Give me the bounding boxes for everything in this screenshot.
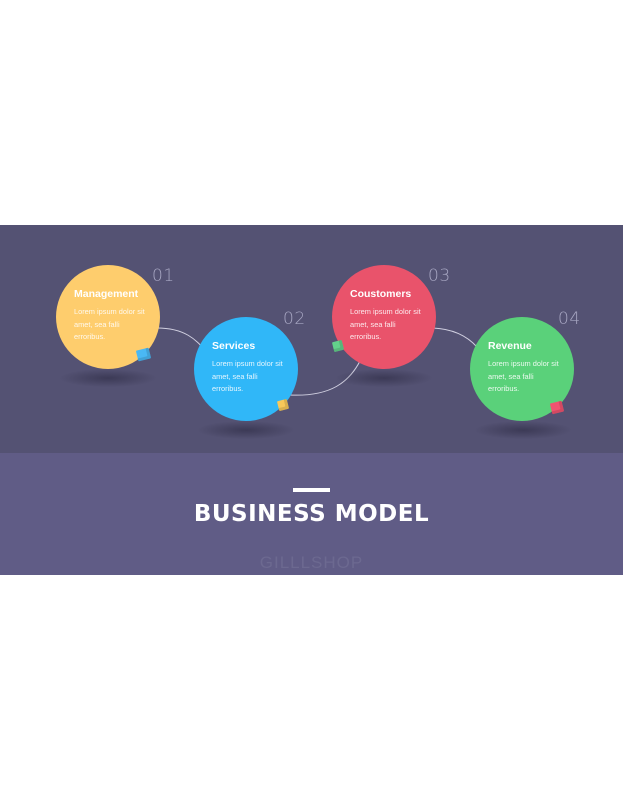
title-panel: [0, 453, 623, 575]
title-accent-bar: [293, 488, 330, 492]
step-3-title: Coustomers: [350, 288, 412, 300]
step-4-number: 04: [558, 309, 581, 329]
step-2-shadow: [198, 421, 294, 439]
step-3-circle: Coustomers Lorem ipsum dolor sit amet, s…: [332, 265, 436, 369]
step-4-shadow: [475, 421, 571, 439]
watermark-text: GILLLSHOP: [259, 553, 364, 572]
step-3-body: Lorem ipsum dolor sit amet, sea falli er…: [350, 307, 421, 341]
step-1-title: Management: [74, 288, 139, 300]
step-4-body: Lorem ipsum dolor sit amet, sea falli er…: [488, 359, 559, 393]
connector-line-2-3: [288, 356, 363, 396]
step-1-shadow: [60, 369, 156, 387]
step-4-title: Revenue: [488, 340, 532, 352]
step-3-shadow: [336, 369, 432, 387]
step-2-number: 02: [283, 309, 306, 329]
step-1-number: 01: [152, 266, 175, 286]
business-model-slide: Management Lorem ipsum dolor sit amet, s…: [0, 225, 623, 575]
step-2-body: Lorem ipsum dolor sit amet, sea falli er…: [212, 359, 283, 393]
connector-line-3-4: [432, 327, 478, 348]
step-2-title: Services: [212, 340, 256, 352]
step-3-number: 03: [428, 266, 451, 286]
page-title: BUSINESS MODEL: [193, 501, 430, 527]
step-1-body: Lorem ipsum dolor sit amet, sea falli er…: [74, 307, 145, 341]
